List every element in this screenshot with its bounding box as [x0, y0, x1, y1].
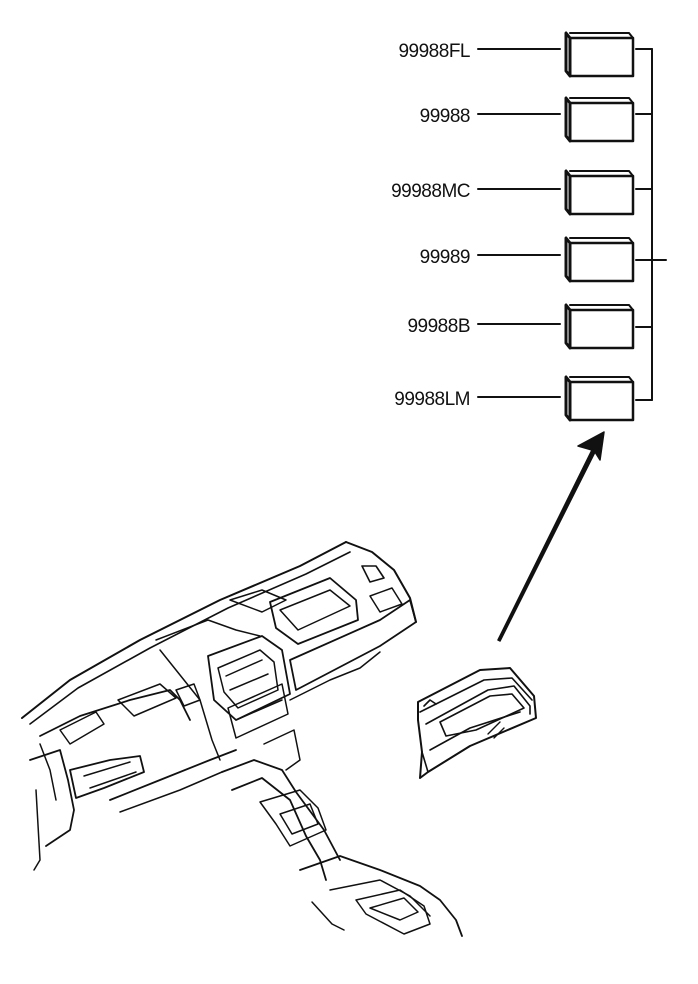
part-code-label: 99988FL: [398, 41, 470, 62]
manual-booklet-icon: [564, 303, 635, 350]
part-code-label: 99988B: [407, 316, 470, 337]
part-item: 99988B: [407, 303, 653, 350]
pointer-arrow: [497, 431, 605, 642]
part-item: 99988: [420, 96, 653, 143]
manual-booklet-icon: [564, 236, 635, 283]
part-list: 99988FL 99988 99988MC: [391, 31, 667, 422]
part-code-label: 99988LM: [394, 389, 470, 410]
part-code-label: 99988MC: [391, 181, 470, 202]
glove-box-illustration: [417, 667, 537, 779]
manual-booklet-icon: [564, 31, 635, 78]
part-item: 99988LM: [394, 375, 653, 422]
dashboard-illustration: [21, 541, 463, 937]
manual-booklet-icon: [564, 169, 635, 216]
part-item: 99988MC: [391, 169, 653, 216]
part-item: 99989: [420, 236, 653, 283]
part-code-label: 99989: [420, 247, 470, 268]
manual-booklet-icon: [564, 375, 635, 422]
manual-booklet-icon: [564, 96, 635, 143]
part-code-label: 99988: [420, 106, 470, 127]
part-item: 99988FL: [398, 31, 653, 78]
